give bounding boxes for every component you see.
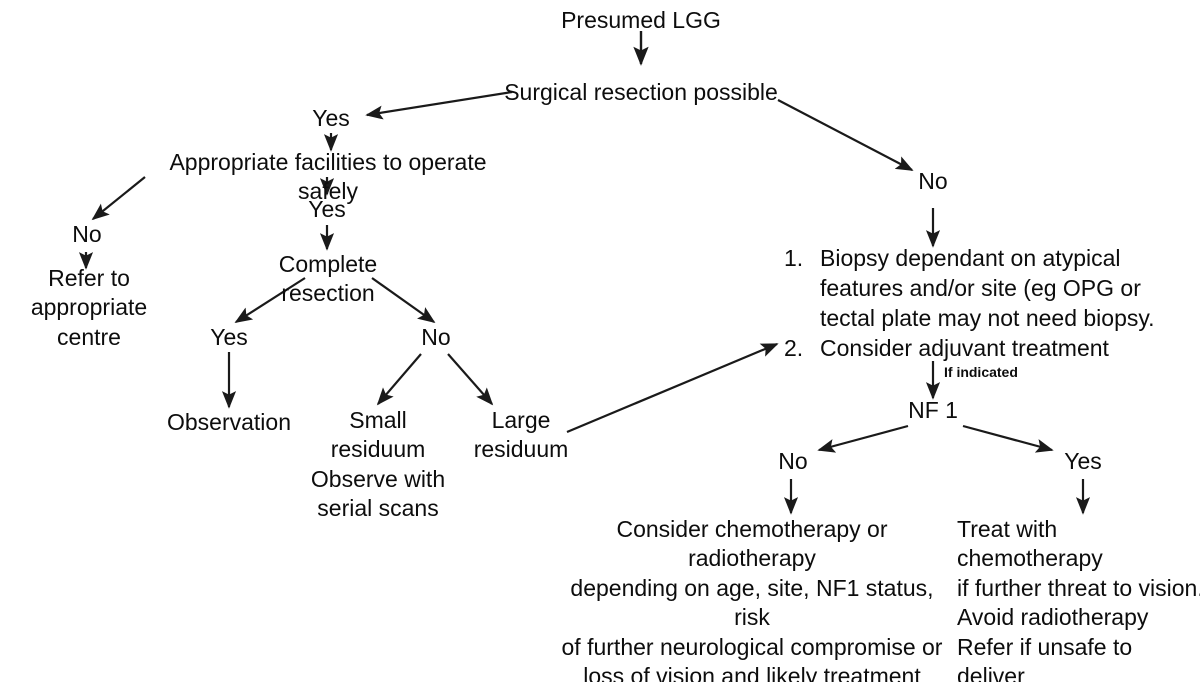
label-yes-complete: Yes (210, 324, 248, 350)
node-observe-serial-scans: Observe with serial scans (310, 466, 446, 522)
label-no-facilities: No (72, 221, 102, 247)
list-text: Consider adjuvant treatment (820, 334, 1109, 361)
list-number: 1. (784, 245, 804, 271)
arrow-no-to-large-residuum (447, 353, 494, 406)
node-nf1: NF 1 (908, 397, 958, 423)
node-nf1-no-treatment: Consider chemotherapy or radiotherapy de… (561, 516, 943, 682)
list-item: 1. Biopsy dependant on atypical features… (784, 244, 1184, 334)
arrow-nf1-to-yes (962, 424, 1054, 453)
node-observation: Observation (166, 409, 291, 435)
node-appropriate-facilities: Appropriate facilities to operate safely (169, 149, 487, 205)
arrow-facilities-to-no (91, 176, 146, 221)
label-no-nf1: No (778, 448, 808, 474)
node-refer-appropriate-centre: Refer to appropriate centre (30, 265, 148, 350)
label-no-complete: No (421, 324, 451, 350)
label-yes-nf1: Yes (1064, 448, 1102, 474)
arrow-large-residuum-to-adjuvant (566, 342, 779, 434)
label-no-surgical: No (918, 168, 948, 194)
arrow-no-to-small-residuum (376, 353, 422, 406)
label-yes-facilities: Yes (308, 196, 346, 222)
arrow-resection-to-no (777, 99, 914, 171)
node-surgical-resection-possible: Surgical resection possible (504, 79, 778, 105)
list-item: 2. Consider adjuvant treatment (784, 334, 1184, 364)
arrow-nf1-to-no (817, 424, 909, 453)
node-biopsy-list: 1. Biopsy dependant on atypical features… (784, 244, 1184, 364)
list-number: 2. (784, 334, 804, 361)
label-if-indicated: If indicated (944, 364, 1018, 380)
node-nf1-yes-treatment: Treat with chemotherapy if further threa… (957, 516, 1200, 682)
node-small-residuum: Small residuum (330, 407, 426, 463)
list-text: Biopsy dependant on atypical features an… (820, 245, 1155, 331)
node-presumed-lgg: Presumed LGG (561, 7, 721, 33)
arrow-resection-to-yes (365, 90, 513, 120)
node-large-residuum: Large residuum (473, 407, 569, 463)
label-yes-surgical: Yes (312, 105, 350, 131)
node-complete-resection: Complete resection (278, 251, 378, 307)
